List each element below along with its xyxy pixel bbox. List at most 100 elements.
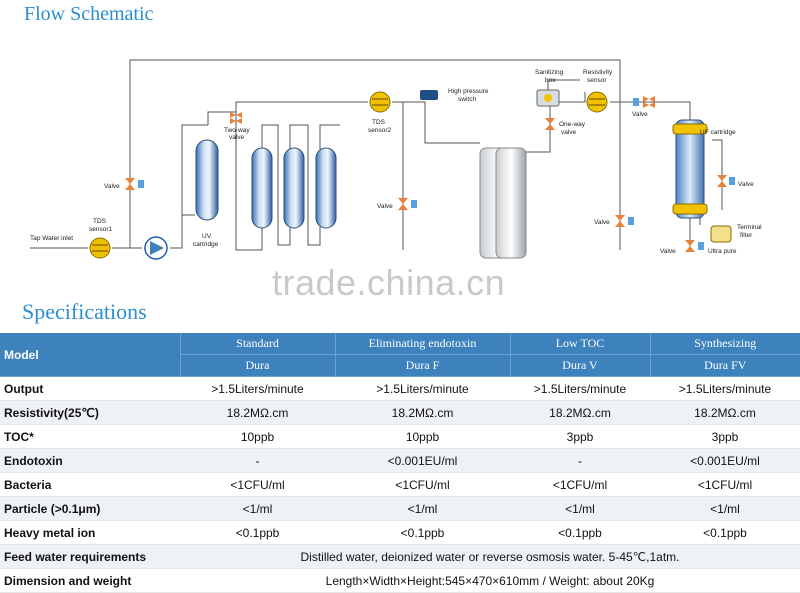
valve-uf <box>717 175 735 187</box>
cell: >1.5Liters/minute <box>650 376 800 401</box>
specifications-table: Model Standard Eliminating endotoxin Low… <box>0 333 800 593</box>
valve-left <box>125 178 144 190</box>
label-valve-top: Valve <box>632 111 648 118</box>
label-valve-right: Valve <box>594 219 610 226</box>
resistivity-sensor <box>586 91 608 113</box>
one-way-valve <box>545 118 555 130</box>
di-cartridge-3 <box>315 147 337 229</box>
label-tds-sensor2-line2: sensor2 <box>368 127 392 134</box>
cell: <0.1ppb <box>510 520 650 545</box>
label-sanitizing-line1: Sanitizing <box>535 69 564 76</box>
table-row: Output>1.5Liters/minute>1.5Liters/minute… <box>0 376 800 401</box>
cell: 18.2MΩ.cm <box>180 400 335 425</box>
label-tds-sensor1-line2: sensor1 <box>89 226 113 233</box>
valve-bottom <box>685 240 704 252</box>
cell: >1.5Liters/minute <box>510 376 650 401</box>
cell: <1/ml <box>180 496 335 521</box>
table-row: Bacteria<1CFU/ml<1CFU/ml<1CFU/ml<1CFU/ml <box>0 472 800 497</box>
row-label: Heavy metal ion <box>0 520 180 545</box>
label-tap-water-inlet: Tap Water inlet <box>30 235 73 242</box>
row-label: Output <box>0 376 180 401</box>
header-eliminating-endotoxin: Eliminating endotoxin <box>334 333 510 355</box>
cell: 18.2MΩ.cm <box>335 400 510 425</box>
di-cartridge-2 <box>283 147 305 229</box>
row-label: Particle (>0.1μm) <box>0 496 180 521</box>
cell: <1/ml <box>335 496 510 521</box>
tds-sensor1 <box>89 237 111 259</box>
table-row: Particle (>0.1μm)<1/ml<1/ml<1/ml<1/ml <box>0 496 800 521</box>
model-label: Model <box>0 333 180 377</box>
two-way-valve <box>230 112 242 124</box>
cell: <1CFU/ml <box>650 472 800 497</box>
cell: - <box>180 448 335 473</box>
cell: <1CFU/ml <box>180 472 335 497</box>
model-dura-v: Dura V <box>509 354 650 377</box>
cell: <0.001EU/ml <box>335 448 510 473</box>
label-tds-sensor2-line1: TDS <box>372 119 386 126</box>
label-uv-line1: UV <box>202 233 212 240</box>
cell: 3ppb <box>510 424 650 449</box>
model-dura-fv: Dura FV <box>649 354 800 377</box>
pump <box>144 236 168 260</box>
cell: <1/ml <box>510 496 650 521</box>
high-pressure-switch <box>420 90 438 100</box>
label-resistivity-line1: Resistivity <box>583 69 613 76</box>
flow-schematic-diagram: Tap Water inlet TDS sensor1 Valve UV car… <box>30 59 762 260</box>
row-label: TOC* <box>0 424 180 449</box>
model-dura-f: Dura F <box>334 354 510 377</box>
label-tds-sensor1-line1: TDS <box>93 218 107 225</box>
model-dura: Dura <box>179 354 335 377</box>
cell: >1.5Liters/minute <box>335 376 510 401</box>
label-valve-left: Valve <box>104 183 120 190</box>
label-uv-line2: cartridge <box>193 241 219 248</box>
label-hps-line1: High pressure <box>448 88 489 95</box>
label-sanitizing-line2: box <box>545 77 556 84</box>
table-row: Endotoxin-<0.001EU/ml-<0.001EU/ml <box>0 448 800 473</box>
di-cartridge-1 <box>251 147 273 229</box>
label-two-way-line1: Two-way <box>224 127 250 134</box>
cell: >1.5Liters/minute <box>180 376 335 401</box>
row-label: Feed water requirements <box>0 544 180 569</box>
specifications-title: Specifications <box>22 299 147 324</box>
cell: <0.001EU/ml <box>650 448 800 473</box>
ro-membrane <box>479 147 527 259</box>
uv-cartridge <box>195 139 219 221</box>
row-label: Endotoxin <box>0 448 180 473</box>
cell: 18.2MΩ.cm <box>510 400 650 425</box>
label-two-way-line2: valve <box>229 134 245 141</box>
row-label: Resistivity(25℃) <box>0 400 180 425</box>
valve-mid <box>398 198 417 210</box>
row-label: Dimension and weight <box>0 568 180 593</box>
watermark: trade.china.cn <box>272 262 506 303</box>
feed-water-value: Distilled water, deionized water or reve… <box>180 544 800 569</box>
label-ultra-pure: Ultra pure <box>708 248 737 255</box>
label-resistivity-line2: sensor <box>587 77 607 84</box>
label-one-way-line2: valve <box>561 129 577 136</box>
dimension-value: Length×Width×Height:545×470×610mm / Weig… <box>180 568 800 593</box>
cell: <0.1ppb <box>180 520 335 545</box>
valve-top <box>633 96 655 108</box>
cell: <1CFU/ml <box>335 472 510 497</box>
cell: 10ppb <box>180 424 335 449</box>
row-label: Bacteria <box>0 472 180 497</box>
flow-schematic-title: Flow Schematic <box>24 3 154 25</box>
cell: 18.2MΩ.cm <box>650 400 800 425</box>
tds-sensor2 <box>369 91 391 113</box>
cell: <0.1ppb <box>650 520 800 545</box>
cell: <1/ml <box>650 496 800 521</box>
uf-cartridge <box>672 119 708 219</box>
table-model-row: Dura Dura F Dura V Dura FV <box>0 354 800 377</box>
cell: - <box>510 448 650 473</box>
label-valve-mid: Valve <box>377 203 393 210</box>
label-hps-line2: switch <box>458 96 476 103</box>
header-synthesizing: Synthesizing <box>649 333 800 355</box>
cell: 10ppb <box>335 424 510 449</box>
label-terminal-line1: Terminal <box>737 224 762 231</box>
table-header-row: Model Standard Eliminating endotoxin Low… <box>0 333 800 377</box>
cell: <1CFU/ml <box>510 472 650 497</box>
label-valve-bottom: Valve <box>660 248 676 255</box>
valve-right <box>615 215 634 227</box>
header-low-toc: Low TOC <box>509 333 650 355</box>
